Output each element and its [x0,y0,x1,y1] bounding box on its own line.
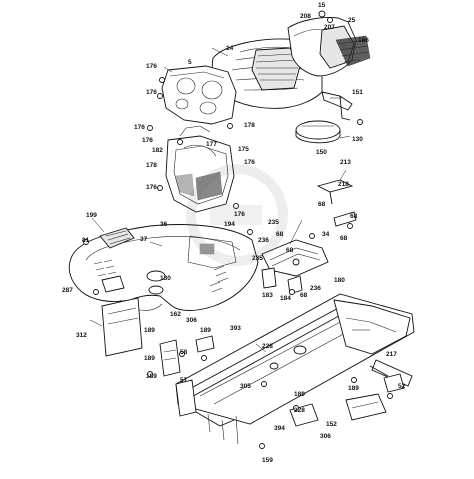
callout-189-c: 189 [144,355,155,362]
fender-pad-part [99,227,135,249]
callout-178-b: 178 [146,162,157,169]
dash-panel-part [161,65,237,125]
leader-lines [89,47,370,353]
callout-235-b: 235 [252,255,263,262]
body-pan-part [68,224,259,311]
callout-176-f: 176 [146,184,157,191]
callout-312: 312 [76,332,87,339]
callout-37: 37 [140,236,148,243]
callout-176-b: 176 [146,89,157,96]
callout-68-f: 68 [300,292,308,299]
callout-177: 177 [206,141,217,148]
dash-lower-part [165,125,235,213]
frame-part [175,293,415,445]
callout-180: 180 [334,277,345,284]
callout-68-d: 68 [276,231,284,238]
callout-58: 58 [180,349,188,356]
callout-15: 15 [318,2,326,9]
seat-bracket-part [261,239,329,295]
callout-14: 14 [226,45,234,52]
callout-175: 175 [238,146,249,153]
callout-186: 186 [358,37,369,44]
callout-235-a: 235 [268,219,279,226]
callout-151: 151 [352,89,363,96]
callout-152: 152 [326,421,337,428]
callout-194: 194 [224,221,235,228]
callout-236-a: 236 [258,237,269,244]
callout-305: 305 [240,383,251,390]
watermark-logo [186,164,288,266]
callout-236-b: 236 [310,285,321,292]
callout-52: 52 [398,383,406,390]
callout-228-b: 228 [294,407,305,414]
callout-207: 207 [324,24,335,31]
callout-306-a: 306 [186,317,197,324]
callout-189-d: 189 [146,373,157,380]
grille-part [287,10,371,77]
callout-162: 162 [170,311,181,318]
callout-228-a: 228 [262,343,273,350]
callout-68-a: 68 [318,201,326,208]
callout-189-e: 189 [348,385,359,392]
callout-159: 159 [262,457,273,464]
callout-287: 287 [62,287,73,294]
callout-36: 36 [160,221,168,228]
battery-bracket-part [295,91,353,144]
callout-199: 199 [86,212,97,219]
callout-68-b: 68 [350,213,358,220]
callout-189-a: 189 [144,327,155,334]
callout-5: 5 [188,59,192,66]
callout-25: 25 [348,17,356,24]
callout-182: 182 [152,147,163,154]
callout-394: 394 [274,425,285,432]
callout-217: 217 [386,351,397,358]
callout-184: 184 [280,295,291,302]
lower-panel-part [101,297,143,357]
callout-68-c: 68 [340,235,348,242]
callout-189-b: 189 [200,327,211,334]
callout-130-b: 130 [160,275,171,282]
callout-130: 130 [352,136,363,143]
callout-68-e: 68 [286,247,294,254]
callout-208: 208 [300,13,311,20]
callout-178-a: 178 [244,122,255,129]
callout-189-f: 189 [294,391,305,398]
fasteners [83,77,393,449]
callout-213: 213 [340,159,351,166]
callout-176-d: 176 [142,137,153,144]
callout-150: 150 [316,149,327,156]
callout-218: 218 [338,181,349,188]
callout-176-g: 176 [234,211,245,218]
callout-57: 57 [180,377,188,384]
callout-306-b: 306 [320,433,331,440]
callout-176-c: 176 [134,124,145,131]
callout-34: 34 [322,231,330,238]
callout-81: 81 [82,237,90,244]
callout-393: 393 [230,325,241,332]
brace-bracket-part [316,179,357,227]
callout-176-e: 176 [244,159,255,166]
callout-176-a: 176 [146,63,157,70]
callout-183: 183 [262,292,273,299]
